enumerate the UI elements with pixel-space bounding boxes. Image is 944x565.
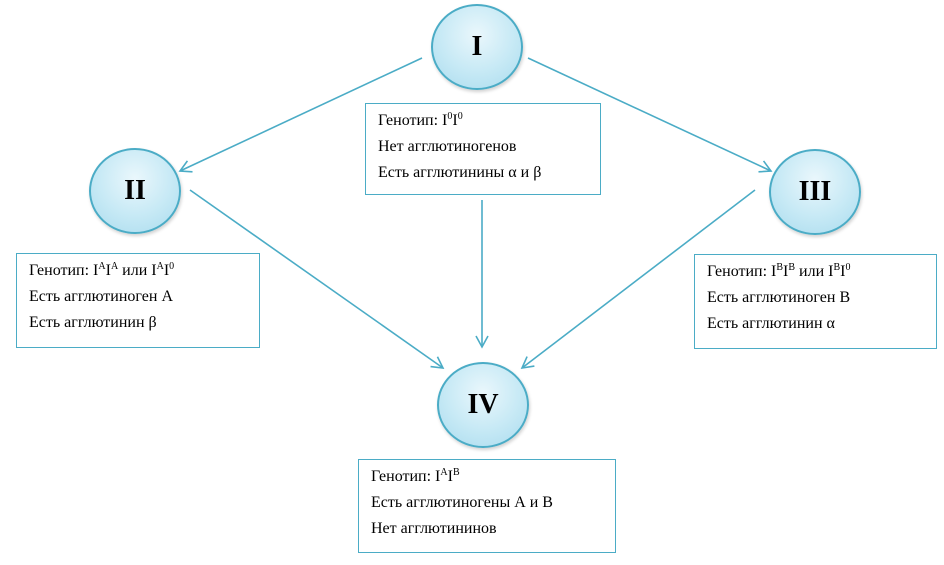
genotype-line: Генотип: IAIB — [371, 464, 605, 490]
allele-superscript: 0 — [845, 262, 851, 273]
allele-symbol: I — [447, 468, 453, 485]
arrow-I-to-II — [178, 57, 423, 173]
agglutinogen-line: Есть агглютиногены А и В — [371, 494, 553, 511]
allele-symbol: I — [771, 263, 777, 280]
allele-symbol: I — [163, 262, 170, 279]
allele-superscript: B — [776, 262, 784, 273]
info-box-IV: Генотип: IAIB Есть агглютиногены А и В Н… — [358, 459, 616, 553]
node-IV: IV — [437, 362, 529, 448]
info-box-III: Генотип: IBIB или IBI0 Есть агглютиноген… — [694, 254, 937, 349]
genotype-label: Генотип: — [378, 112, 443, 129]
arrow-III-to-IV — [520, 189, 756, 370]
node-III: III — [769, 149, 861, 235]
allele-superscript: 0 — [447, 111, 453, 122]
genotype-formula: IBIB или IBI0 — [771, 262, 851, 281]
info-box-II: Генотип: IAIA или IAI0 Есть агглютиноген… — [16, 253, 260, 348]
allele-symbol: I — [840, 263, 846, 280]
arrow-I-to-III — [527, 57, 773, 173]
allele-superscript: A — [440, 467, 448, 478]
node-II: II — [89, 148, 181, 234]
genotype-label: Генотип: — [707, 263, 772, 280]
allele-symbol: I — [828, 263, 834, 280]
genotype-connector: или — [118, 262, 152, 279]
info-box-I: Генотип: I0I0 Нет агглютиногенов Есть аг… — [365, 103, 601, 195]
allele-superscript: B — [452, 467, 460, 478]
allele-symbol: I — [151, 262, 157, 279]
agglutinogen-line: Нет агглютиногенов — [378, 138, 517, 155]
node-IV-label: IV — [467, 389, 499, 420]
agglutinin-line: Есть агглютинин α — [707, 315, 835, 332]
allele-symbol: I — [442, 112, 448, 129]
agglutinin-line: Есть агглютинины α и β — [378, 164, 542, 181]
allele-superscript: 0 — [169, 261, 175, 272]
genotype-line: Генотип: I0I0 — [378, 108, 590, 134]
genotype-formula: IAIA или IAI0 — [93, 261, 175, 280]
genotype-formula: I0I0 — [442, 111, 463, 130]
arrow-II-to-IV — [189, 189, 445, 369]
allele-symbol: I — [435, 468, 441, 485]
agglutinogen-line: Есть агглютиноген В — [707, 289, 851, 306]
allele-symbol: I — [93, 262, 99, 279]
node-III-label: III — [798, 176, 832, 207]
allele-symbol: I — [783, 263, 789, 280]
genotype-label: Генотип: — [371, 468, 436, 485]
allele-superscript: A — [110, 261, 119, 272]
genotype-line: Генотип: IAIA или IAI0 — [29, 258, 249, 284]
allele-superscript: 0 — [457, 111, 463, 122]
allele-superscript: B — [788, 262, 796, 273]
agglutinogen-line: Есть агглютиноген А — [29, 288, 173, 305]
agglutinin-line: Есть агглютинин β — [29, 314, 157, 331]
genotype-connector: или — [795, 263, 829, 280]
agglutinin-line: Нет агглютининов — [371, 520, 497, 537]
allele-superscript: B — [833, 262, 841, 273]
allele-superscript: A — [156, 261, 164, 272]
allele-symbol: I — [105, 262, 111, 279]
genotype-label: Генотип: — [29, 262, 94, 279]
node-II-label: II — [124, 175, 146, 206]
node-I: I — [431, 4, 523, 90]
genotype-formula: IAIB — [435, 467, 460, 486]
genotype-line: Генотип: IBIB или IBI0 — [707, 259, 926, 285]
allele-symbol: I — [452, 112, 458, 129]
allele-superscript: A — [98, 261, 106, 272]
node-I-label: I — [471, 31, 483, 62]
